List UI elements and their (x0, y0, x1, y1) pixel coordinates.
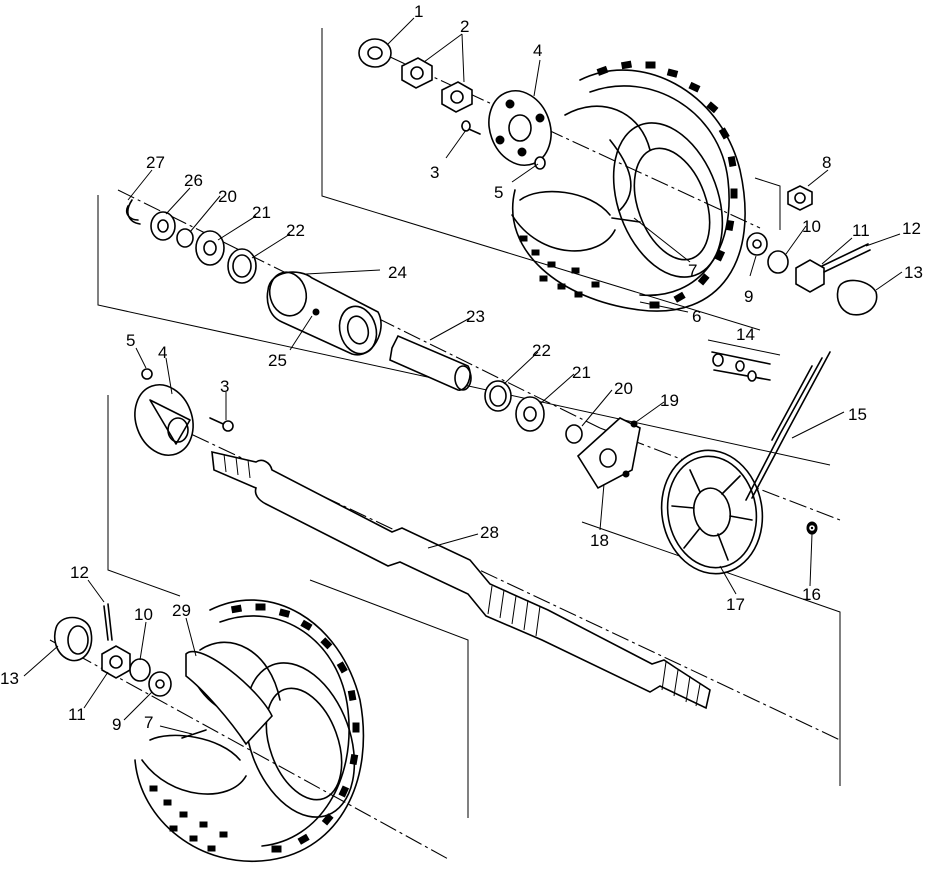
washer-10-lower (129, 658, 151, 682)
seal-26 (150, 211, 176, 241)
callout-6: 6 (692, 307, 701, 326)
nut-2a (401, 57, 433, 89)
upper-hub-parts (358, 38, 878, 316)
callout-4-lower: 4 (158, 343, 167, 362)
bearing-22-left (227, 248, 257, 284)
washer-9-upper (746, 232, 768, 256)
castle-nut-11-upper (795, 259, 825, 293)
nut-16 (806, 521, 818, 535)
lower-hub-parts (134, 368, 234, 456)
upper-tread-blocks (519, 60, 738, 309)
callout-11: 11 (852, 221, 870, 240)
callout-2: 2 (460, 17, 469, 36)
nut-8 (787, 185, 813, 211)
sleeve-23 (389, 334, 471, 391)
grease-fitting-25 (312, 308, 320, 316)
stud-7-upper (611, 217, 641, 223)
callout-28: 28 (480, 523, 499, 542)
callout-14: 14 (736, 325, 755, 344)
callout-19: 19 (660, 391, 679, 410)
washer-9-lower (148, 671, 172, 697)
callout-12-lower: 12 (70, 563, 89, 582)
callout-12: 12 (902, 219, 921, 238)
callout-16: 16 (802, 585, 821, 604)
leader-lines (23, 17, 903, 735)
washer-1 (358, 38, 392, 68)
callout-13-lower: 13 (0, 669, 19, 688)
upper-wheel (511, 60, 746, 312)
callout-18: 18 (590, 531, 609, 550)
callout-10-lower: 10 (134, 605, 153, 624)
callout-20b: 20 (614, 379, 633, 398)
chain-15 (745, 351, 831, 501)
ring-20-left (176, 228, 194, 248)
lower-tread-blocks (149, 603, 360, 853)
callout-11-lower: 11 (68, 705, 86, 724)
callout-3: 3 (430, 163, 439, 182)
callout-labels: 1 2 4 3 5 8 10 11 12 13 9 7 6 27 26 20 2… (0, 2, 923, 734)
callout-5-lower: 5 (126, 331, 135, 350)
callout-15: 15 (848, 405, 867, 424)
hub-4-upper (488, 90, 552, 166)
callout-23: 23 (466, 307, 485, 326)
axle-28 (211, 450, 711, 710)
nut-5-lower (141, 368, 153, 380)
hub-4-lower (134, 384, 194, 456)
sprocket-17 (660, 449, 818, 575)
cover-29 (185, 650, 273, 746)
stud-19 (630, 420, 638, 428)
callout-4: 4 (533, 41, 542, 60)
callout-9-lower: 9 (112, 715, 121, 734)
callout-29: 29 (172, 601, 191, 620)
callout-7-lower: 7 (144, 713, 153, 732)
bearing-housing-parts (125, 199, 641, 490)
callout-3-lower: 3 (220, 377, 229, 396)
snap-ring-27 (125, 199, 141, 225)
lower-wheel (134, 599, 365, 863)
callout-20: 20 (218, 187, 237, 206)
callout-26: 26 (184, 171, 203, 190)
callout-22: 22 (286, 221, 305, 240)
castle-nut-11-lower (101, 645, 131, 679)
bolts-14 (711, 351, 771, 382)
callout-10: 10 (802, 217, 821, 236)
callout-24: 24 (388, 263, 407, 282)
callout-25: 25 (268, 351, 287, 370)
callout-21b: 21 (572, 363, 591, 382)
cotter-pin-12-lower (103, 605, 109, 641)
washer-10-upper (767, 250, 789, 274)
callout-5: 5 (494, 183, 503, 202)
sprocket-hub-18 (576, 417, 641, 490)
stud-7-lower (181, 729, 207, 739)
callout-9: 9 (744, 287, 753, 306)
spacer-21-right (515, 396, 545, 432)
ring-20-right (565, 424, 583, 444)
callout-21: 21 (252, 203, 271, 222)
callout-27: 27 (146, 153, 165, 172)
callout-8: 8 (822, 153, 831, 172)
bearing-22-right (484, 380, 512, 412)
callout-13: 13 (904, 263, 923, 282)
lower-left-parts (54, 603, 207, 739)
callout-1: 1 (414, 2, 423, 21)
nut-5-upper (534, 156, 546, 170)
cap-13-lower (54, 616, 93, 662)
frame-lines (97, 28, 841, 818)
spacer-21-left (195, 230, 225, 266)
callout-17: 17 (726, 595, 745, 614)
callout-7: 7 (688, 261, 697, 280)
cap-13-upper (836, 279, 878, 316)
nut-2b (441, 81, 473, 113)
cotter-pin-12-upper (821, 243, 869, 267)
callout-22b: 22 (532, 341, 551, 360)
